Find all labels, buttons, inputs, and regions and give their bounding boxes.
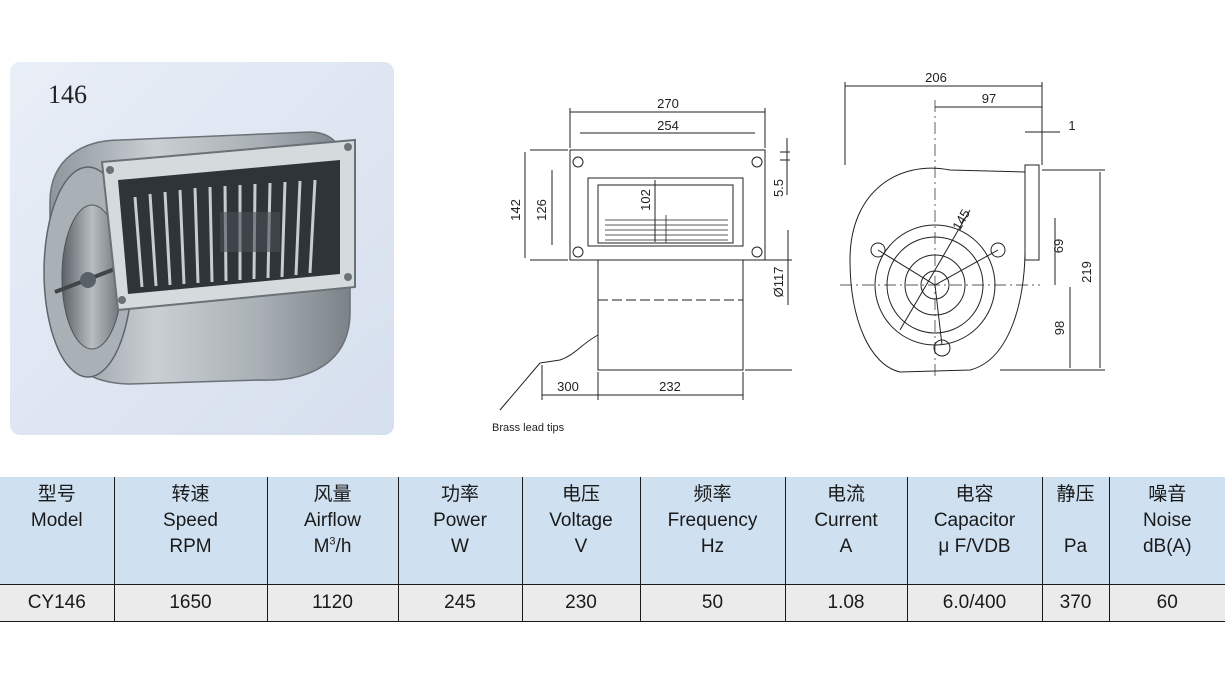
cell-current: 1.08 <box>784 584 907 622</box>
dim-height-inner: 126 <box>534 199 549 221</box>
header-pressure: 静压 Pa <box>1041 477 1109 585</box>
dim-overall-width: 206 <box>925 70 947 85</box>
dim-diameter: Ø117 <box>771 267 786 298</box>
dim-housing-length: 232 <box>659 379 681 394</box>
dim-bracket-height: 69 <box>1051 239 1066 253</box>
cell-airflow: 1120 <box>266 584 398 622</box>
header-noise: 噪音 Noise dB(A) <box>1108 477 1225 585</box>
dim-lead-length: 300 <box>557 379 579 394</box>
header-current: 电流 Current A <box>784 477 907 585</box>
spec-table: 型号 Model 转速 Speed RPM 风量 Airflow M3/h 功率… <box>0 477 1225 622</box>
cell-pressure: 370 <box>1041 584 1109 622</box>
header-power: 功率 Power W <box>397 477 522 585</box>
dim-height-outer: 142 <box>508 199 523 221</box>
dim-width-inner: 254 <box>657 118 679 133</box>
header-speed: 转速 Speed RPM <box>113 477 267 585</box>
dimension-drawing: 270 254 142 126 102 5.5 Ø117 300 232 Bra… <box>492 70 1105 434</box>
dim-width-outer: 270 <box>657 96 679 111</box>
header-model: 型号 Model <box>0 477 114 585</box>
header-voltage: 电压 Voltage V <box>521 477 640 585</box>
dim-center-height: 98 <box>1052 321 1067 335</box>
header-frequency: 频率 Frequency Hz <box>639 477 785 585</box>
header-airflow: 风量 Airflow M3/h <box>266 477 398 585</box>
dim-outlet-height: 102 <box>638 189 653 211</box>
spec-header-row: 型号 Model 转速 Speed RPM 风量 Airflow M3/h 功率… <box>0 477 1225 585</box>
header-capacitor: 电容 Capacitor μ F/VDB <box>906 477 1042 585</box>
cell-model: CY146 <box>0 584 114 622</box>
cell-power: 245 <box>397 584 522 622</box>
dim-bracket-thickness: 1 <box>1068 118 1075 133</box>
cell-noise: 60 <box>1108 584 1225 622</box>
dim-bracket-offset: 97 <box>982 91 996 106</box>
spec-data-row: CY146 1650 1120 245 230 50 1.08 6.0/400 … <box>0 584 1225 622</box>
lead-note: Brass lead tips <box>492 422 565 434</box>
model-number-label: 146 <box>48 80 87 109</box>
cell-voltage: 230 <box>521 584 640 622</box>
blower-photo <box>43 131 356 385</box>
cell-speed: 1650 <box>113 584 267 622</box>
dim-overall-height: 219 <box>1079 261 1094 283</box>
cell-capacitor: 6.0/400 <box>906 584 1042 622</box>
cell-frequency: 50 <box>639 584 785 622</box>
dim-offset: 5.5 <box>771 179 786 197</box>
product-photo-card: 146 <box>10 62 394 435</box>
